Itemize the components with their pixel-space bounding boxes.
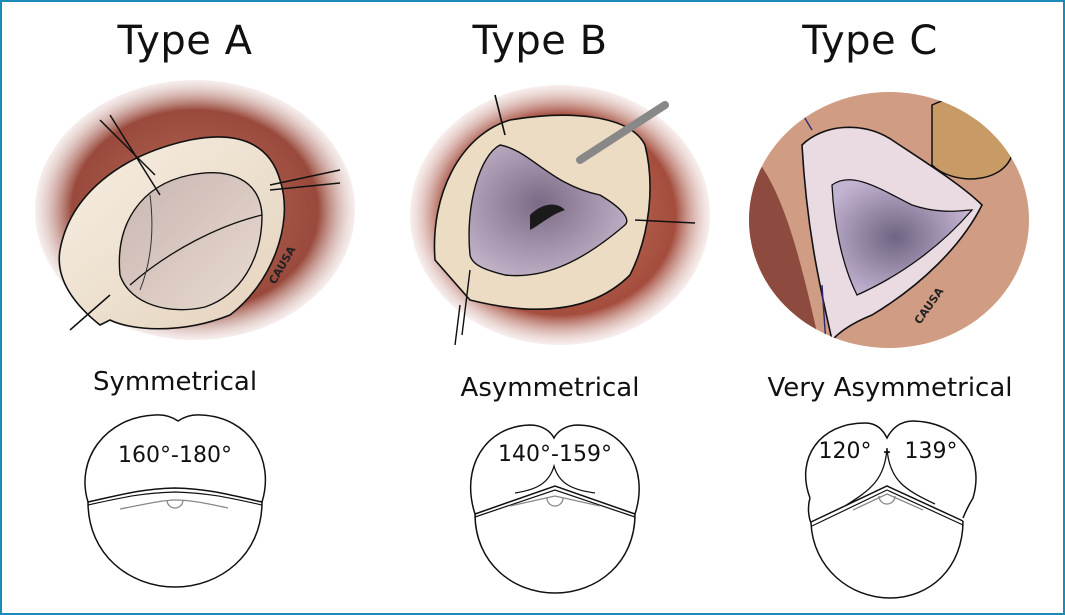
panel-b-classification: Asymmetrical bbox=[460, 373, 640, 403]
angle-range-label: 140°-159° bbox=[498, 442, 612, 467]
raphe-cusp bbox=[514, 463, 596, 494]
panel-a-title: Type A bbox=[117, 18, 253, 64]
angle-arc bbox=[166, 499, 184, 509]
raphe-cusp bbox=[844, 447, 936, 507]
panel-b-diagram: 140°-159° bbox=[469, 424, 640, 594]
commissure-line bbox=[87, 487, 263, 503]
angle-range-label: 160°-180° bbox=[118, 443, 232, 468]
valve-leaflets bbox=[831, 179, 974, 296]
lower-cusp-outline bbox=[87, 501, 263, 588]
panel-b-illustration bbox=[410, 85, 710, 346]
commissure-line bbox=[474, 485, 636, 515]
panel-c-title: Type C bbox=[802, 18, 938, 64]
atrial-fold bbox=[931, 96, 1015, 180]
commissure-line bbox=[810, 485, 964, 523]
panel-b-title: Type B bbox=[472, 18, 608, 64]
upper-cusp-outline bbox=[469, 424, 640, 515]
angle-arc-baseline bbox=[119, 499, 229, 510]
valve-leaflets bbox=[118, 172, 263, 311]
surgical-probe bbox=[576, 101, 669, 164]
angle-arc bbox=[546, 497, 564, 507]
tissue-background bbox=[749, 92, 1029, 348]
upper-cusp-outline bbox=[84, 414, 267, 503]
panel-a-classification: Symmetrical bbox=[92, 367, 258, 397]
panel-c-diagram: 120° - 139° bbox=[804, 420, 977, 599]
panel-a-diagram: 160°-180° bbox=[84, 414, 267, 588]
angle-arc bbox=[878, 495, 896, 505]
valve-orifice bbox=[530, 204, 565, 230]
angle-arc-baseline bbox=[852, 493, 924, 511]
angle-range-left-label: 120° bbox=[819, 439, 872, 464]
upper-cusp-outline bbox=[804, 420, 977, 519]
panel-c-classification: Very Asymmetrical bbox=[767, 373, 1013, 403]
angle-range-right-label: 139° bbox=[905, 439, 958, 464]
angle-arc-baseline bbox=[509, 495, 601, 507]
lower-cusp-outline bbox=[810, 520, 964, 599]
angle-range-separator: - bbox=[883, 439, 891, 464]
panel-c-illustration: CAUSA bbox=[749, 92, 1029, 348]
lower-cusp-outline bbox=[474, 513, 636, 594]
panel-a-illustration: CAUSA bbox=[35, 80, 355, 340]
